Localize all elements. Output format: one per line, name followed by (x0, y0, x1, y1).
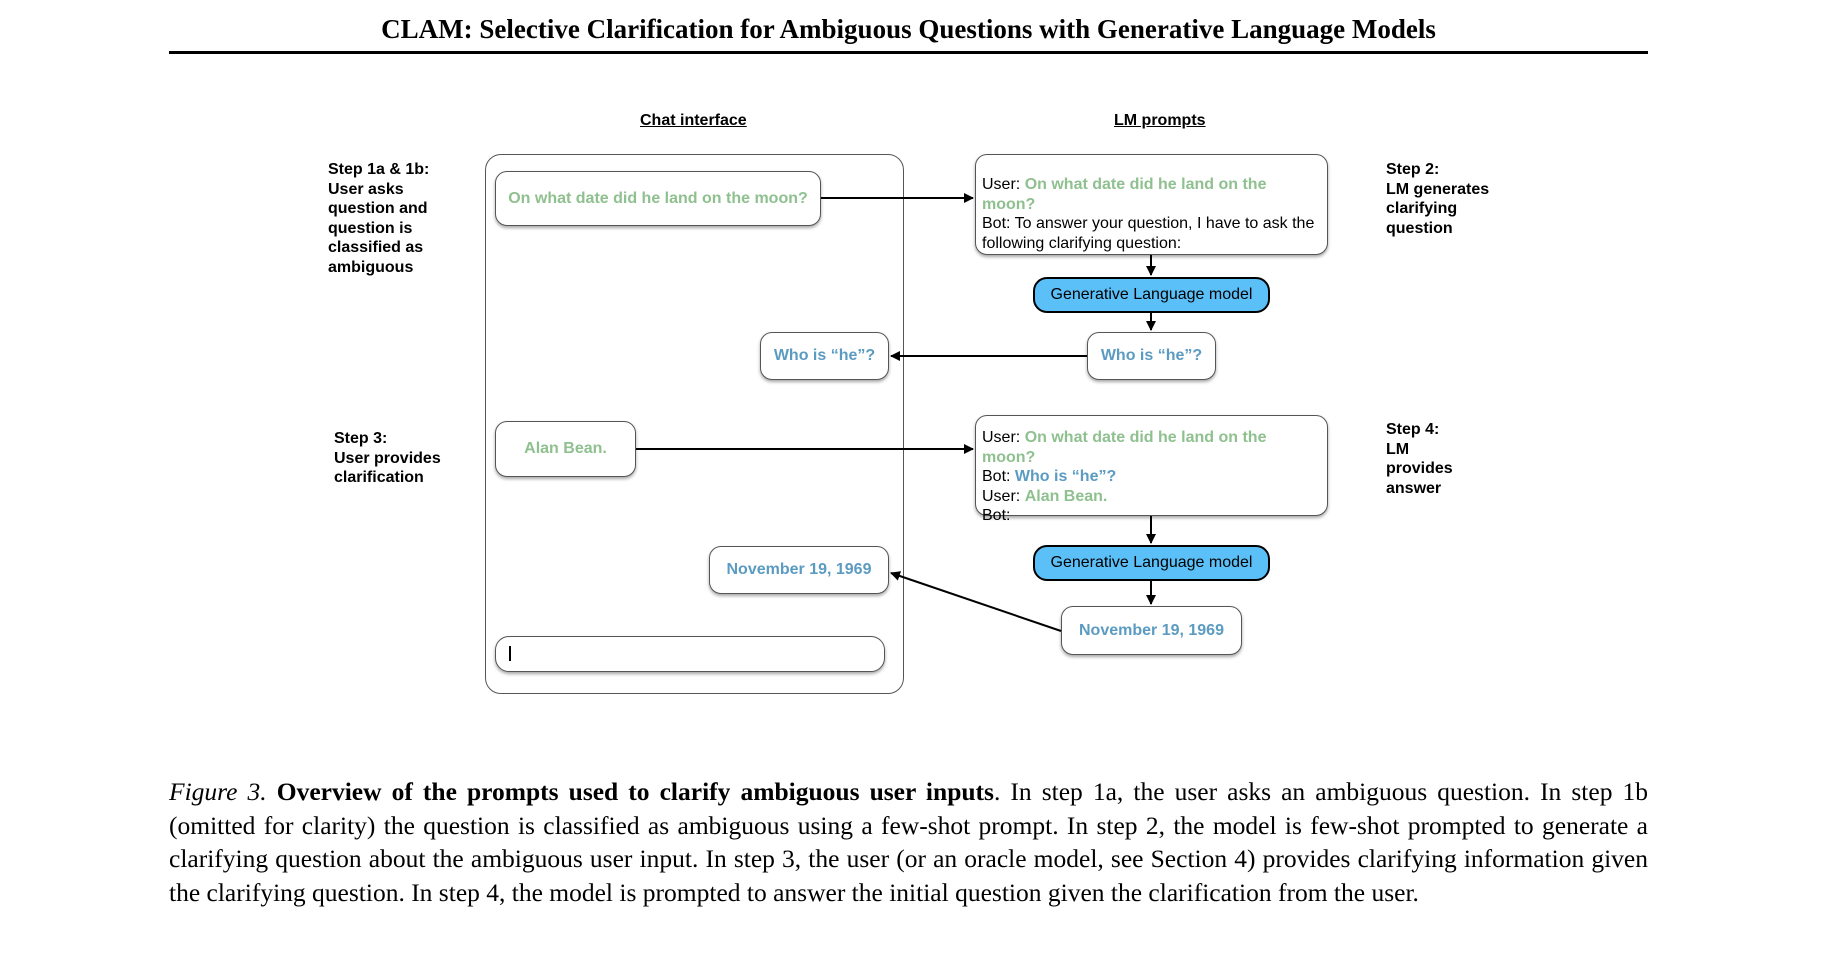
caption-label: Figure 3. (169, 777, 267, 806)
prompt-2-bot-line: Bot: Who is “he”? (982, 468, 1117, 485)
lm-prompt-2-box: User: On what date did he land on the mo… (975, 415, 1328, 524)
lm-output-2-bubble: November 19, 1969 (1061, 606, 1242, 655)
step-3-label: Step 3: User provides clarification (334, 430, 441, 486)
lm-prompt-1-box: User: On what date did he land on the mo… (975, 154, 1328, 255)
chat-interface-header: Chat interface (640, 112, 747, 129)
text-cursor (509, 646, 511, 661)
header-rule (169, 51, 1648, 54)
lm-output-1-bubble: Who is “he”? (1087, 332, 1216, 380)
caption-title: Overview of the prompts used to clarify … (276, 777, 994, 806)
step-2-label: Step 2: LM generates clarifying question (1386, 161, 1490, 237)
chat-input-field[interactable] (495, 636, 885, 672)
step-1-label: Step 1a & 1b: User asks question and que… (328, 161, 430, 276)
prompt-1-bot-line: Bot: To answer your question, I have to … (982, 215, 1315, 252)
arrow-output-2-to-chat (890, 571, 1062, 632)
chat-user-question-bubble: On what date did he land on the moon? (495, 171, 821, 226)
running-header-title: CLAM: Selective Clarification for Ambigu… (381, 14, 1436, 44)
chat-bot-clarify-bubble: Who is “he”? (760, 332, 889, 380)
caption-text: . In step 1a, the user asks an ambiguous… (169, 777, 1649, 907)
chat-bot-answer-bubble: November 19, 1969 (709, 546, 889, 594)
generative-language-model-1: Generative Language model (1033, 277, 1270, 313)
figure-caption: Figure 3. Overview of the prompts used t… (169, 775, 1648, 909)
step-4-label: Step 4: LM provides answer (1386, 421, 1453, 497)
generative-language-model-2: Generative Language model (1033, 545, 1270, 581)
prompt-2-user-line: User: On what date did he land on the mo… (982, 429, 1267, 466)
lm-prompts-header: LM prompts (1114, 112, 1206, 129)
chat-user-clarification-bubble: Alan Bean. (495, 421, 636, 477)
prompt-1-user-line: User: On what date did he land on the mo… (982, 176, 1267, 213)
prompt-2-bot2-line: Bot: (982, 507, 1011, 524)
prompt-2-user2-line: User: Alan Bean. (982, 487, 1108, 505)
